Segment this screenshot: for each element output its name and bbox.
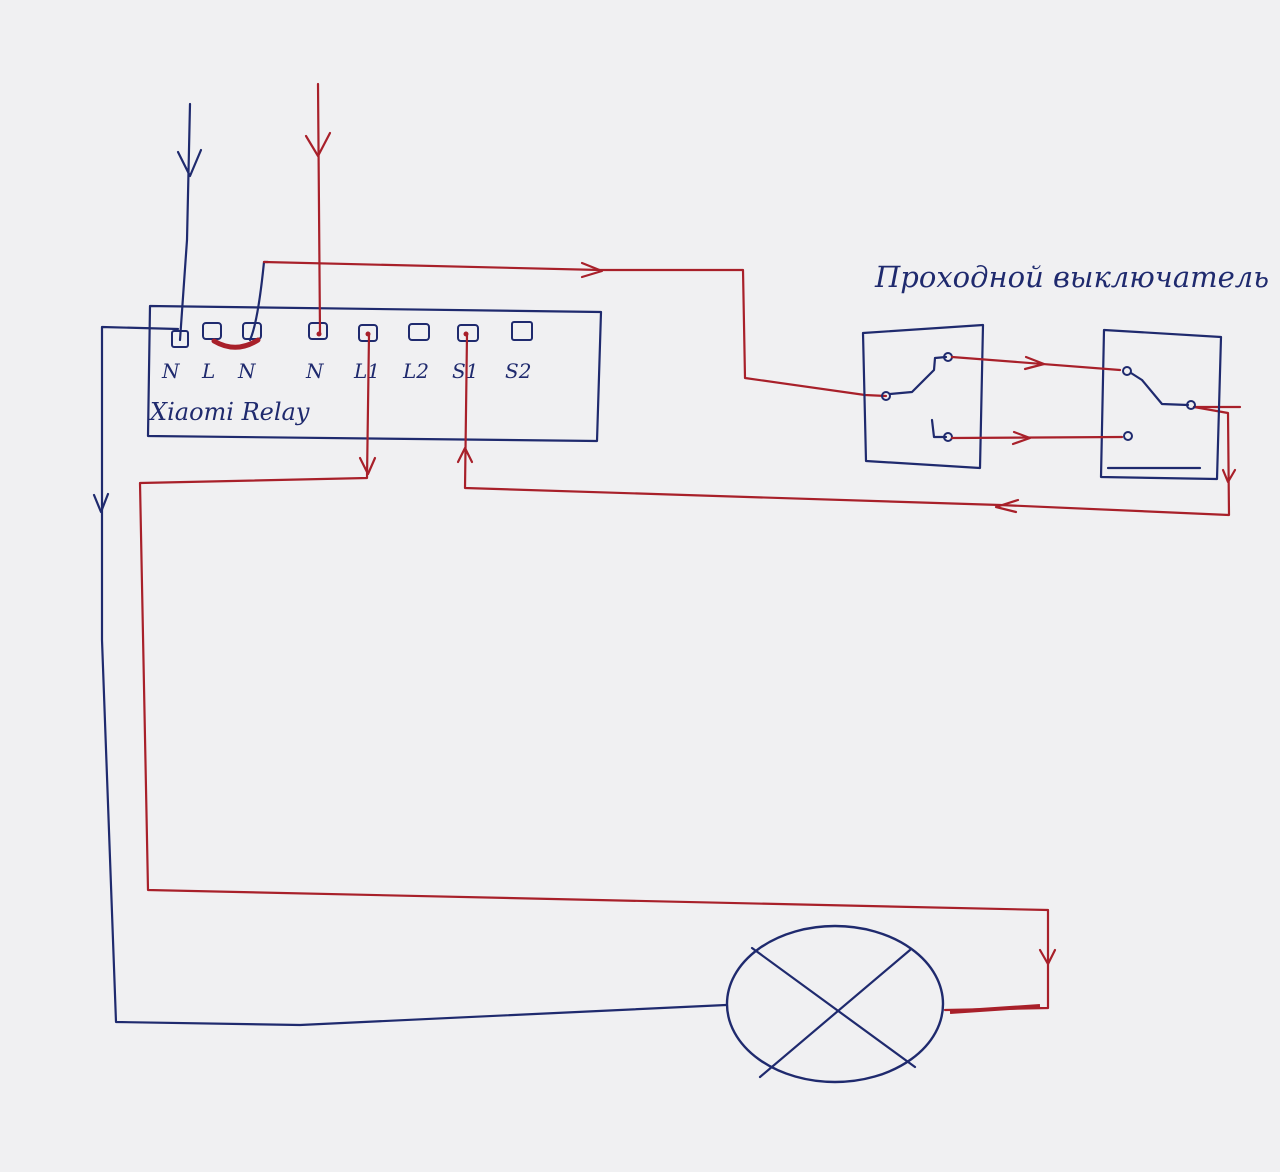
traveler-arrow-bottom <box>1011 430 1032 446</box>
phase-to-switch-wire <box>262 260 888 398</box>
switch-caption: Проходной выключатель <box>874 260 1269 294</box>
neutral-input-arrow <box>176 148 203 178</box>
lamp-feed-arrow <box>1038 948 1057 966</box>
relay-box <box>146 304 603 443</box>
terminal-label: N <box>161 359 181 383</box>
terminal-label: S1 <box>452 359 478 383</box>
n-l-bridge <box>211 337 261 350</box>
terminal-label: L2 <box>402 359 429 383</box>
relay-terminals <box>171 321 533 348</box>
relay-title: Xiaomi Relay <box>148 398 310 426</box>
s1-return-wire <box>463 333 1231 517</box>
traveler-arrow-top <box>1023 355 1046 371</box>
neutral-down-arrow <box>92 492 110 514</box>
lamp-feed-thick <box>949 1004 1041 1014</box>
two-way-switch-icon <box>1099 328 1223 481</box>
terminal-label: L <box>201 359 215 383</box>
l1-down-arrow <box>358 456 377 476</box>
phase-terminal-dot <box>316 331 322 337</box>
s1-terminal-dot <box>463 331 469 337</box>
terminal-n-2 <box>242 322 262 340</box>
terminal-labels: N L N N L1 L2 S1 S2 <box>161 359 531 383</box>
terminal-label: L1 <box>353 359 380 383</box>
neutral-terminal-jumper <box>248 260 270 342</box>
terminal-label: N <box>305 359 325 383</box>
traveler-wire-bottom <box>950 435 1124 440</box>
neutral-input-wire <box>178 102 192 342</box>
terminal-s2 <box>511 321 533 341</box>
terminal-n-3 <box>308 322 328 340</box>
s1-up-arrow <box>456 446 474 464</box>
switch-drop-arrow <box>1221 468 1237 484</box>
terminal-l <box>202 322 222 340</box>
lamp-icon <box>725 924 945 1084</box>
terminal-label: S2 <box>505 359 531 383</box>
traveler-wire-top <box>950 355 1122 372</box>
s1-return-arrow <box>994 498 1020 514</box>
phase-input-wire <box>316 82 322 335</box>
l1-terminal-dot <box>365 331 371 337</box>
l1-output-wire <box>138 333 1050 1012</box>
neutral-return-wire <box>100 325 728 1027</box>
terminal-l2 <box>408 323 430 341</box>
phase-to-switch-arrow <box>580 261 604 279</box>
phase-input-arrow <box>304 131 332 158</box>
terminal-label: N <box>237 359 257 383</box>
